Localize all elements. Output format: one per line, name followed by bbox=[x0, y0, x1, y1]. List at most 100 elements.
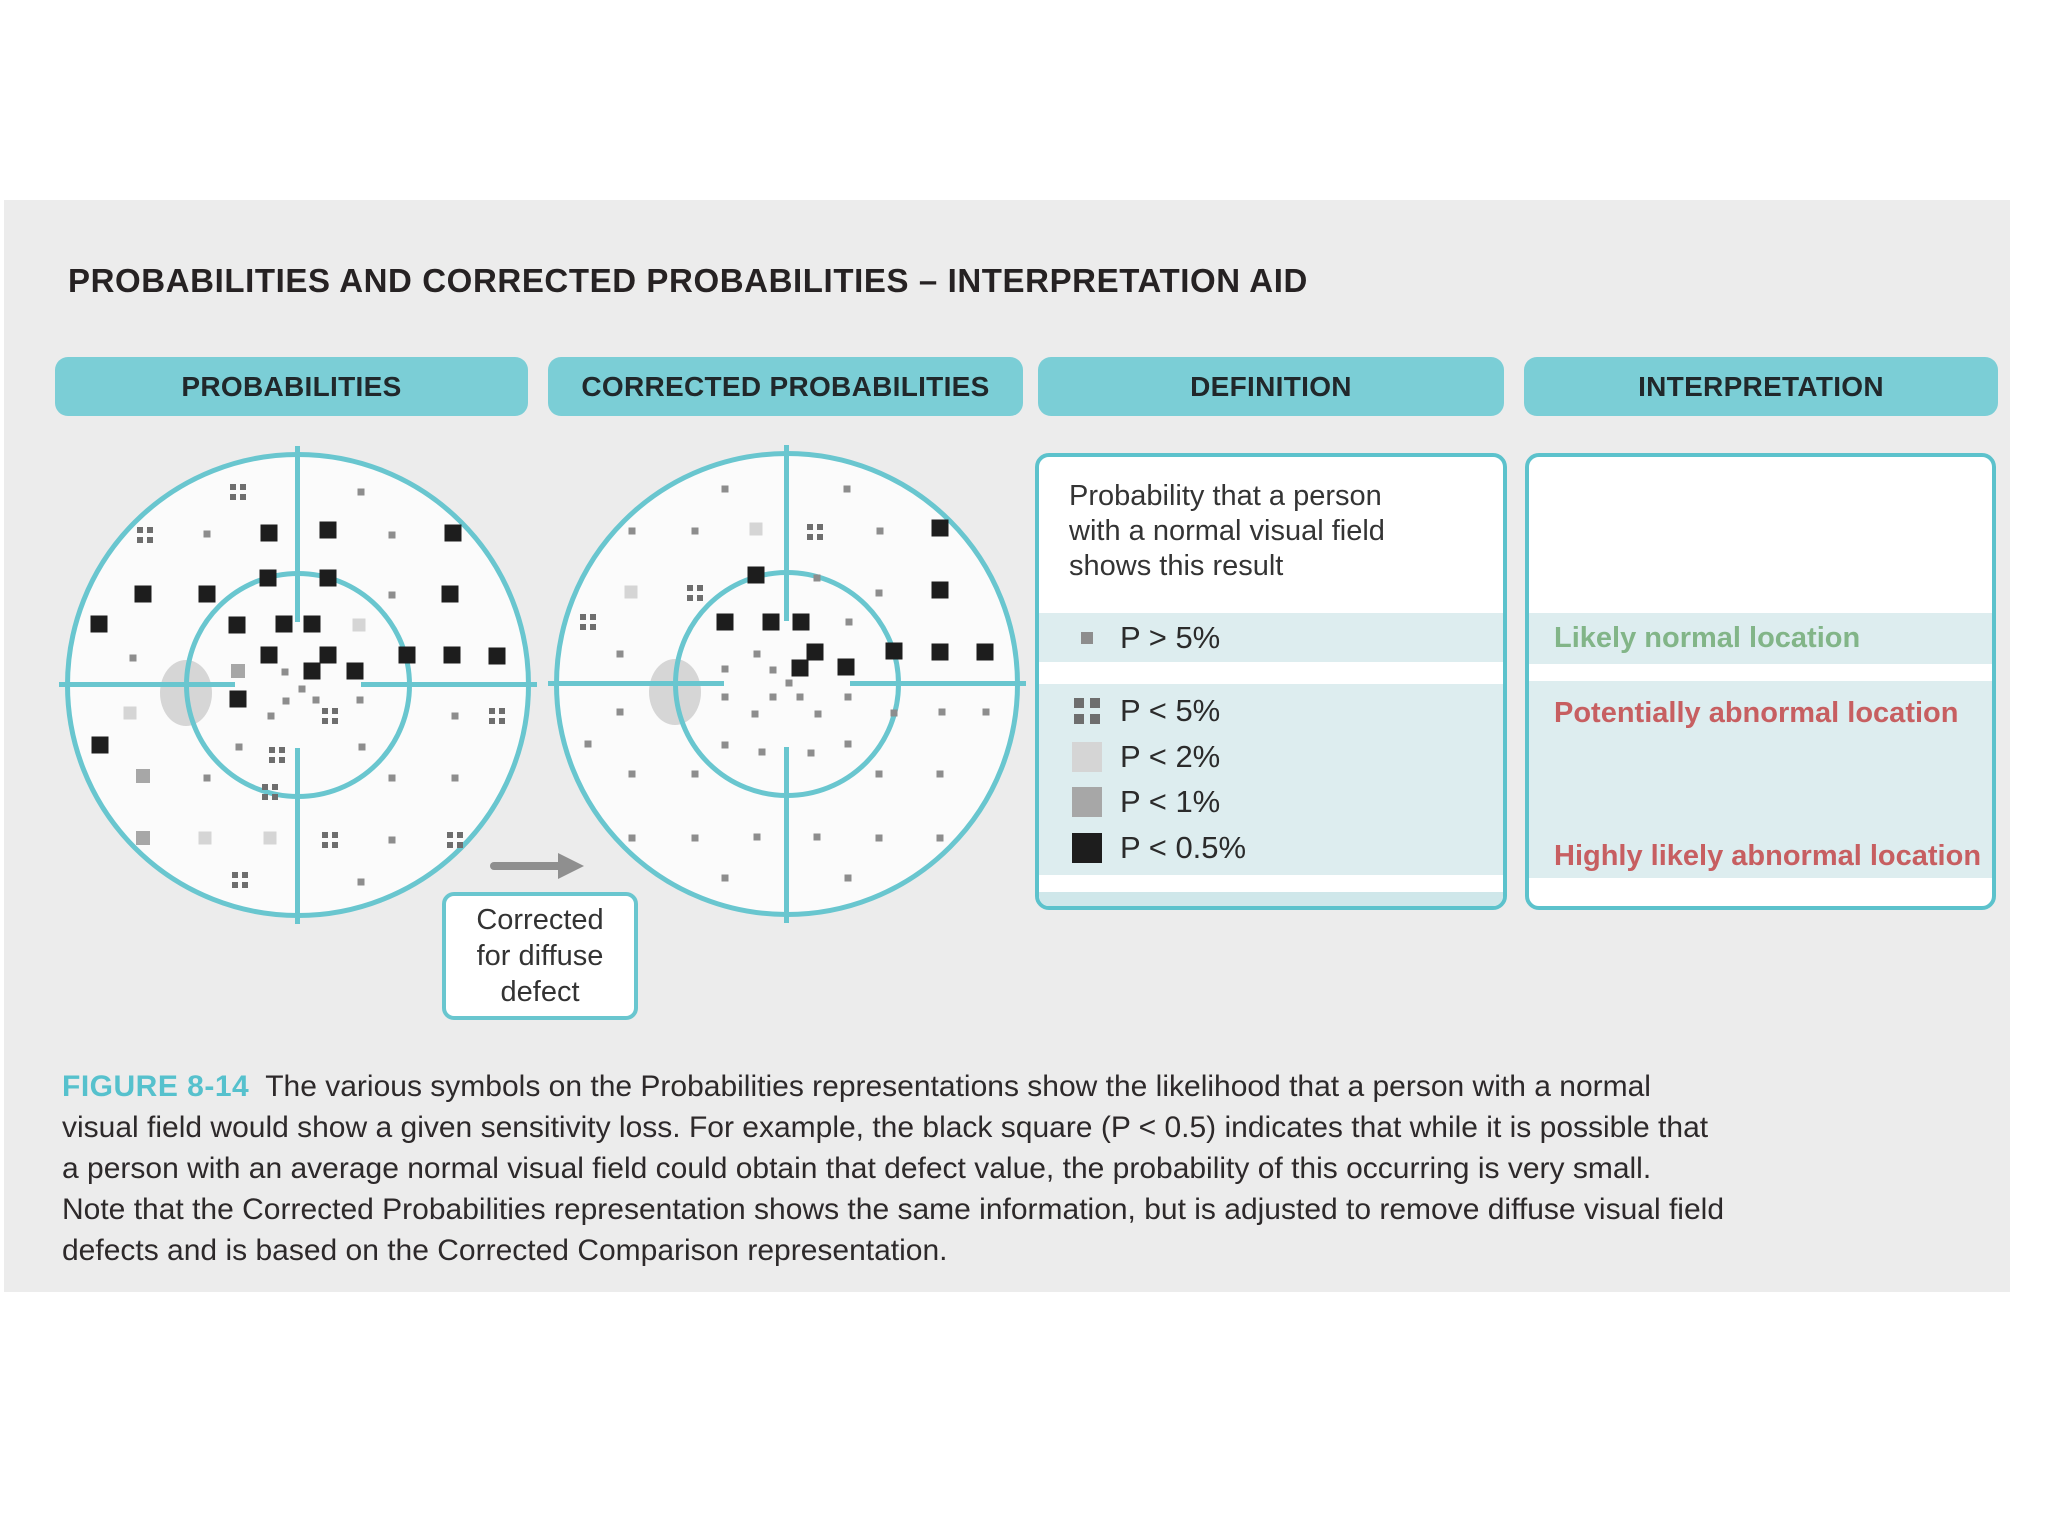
vf-symbol-p-gt-5-small-dot bbox=[357, 488, 365, 496]
intro-line: Probability that a person bbox=[1069, 480, 1382, 512]
vf-symbol-p-lt-0.5-black-square bbox=[398, 646, 416, 664]
column-header-definition: DEFINITION bbox=[1038, 357, 1504, 416]
vf-symbol-p-lt-0.5-black-square bbox=[441, 585, 459, 603]
vf-symbol-p-lt-0.5-black-square bbox=[260, 646, 278, 664]
vf-symbol-p-gt-5-small-dot bbox=[203, 530, 211, 538]
vf-symbol-p-lt-0.5-black-square bbox=[716, 613, 734, 631]
vf-symbol-p-gt-5-small-dot bbox=[753, 650, 761, 658]
vf-symbol-p-gt-5-small-dot bbox=[282, 697, 290, 705]
legend-row-p-lt-2: P < 2% bbox=[1039, 739, 1503, 775]
legend-row-p-lt-0-5: P < 0.5% bbox=[1039, 830, 1503, 866]
vf-symbol-p-lt-2-light-gray-square bbox=[123, 706, 137, 720]
caption-line: Note that the Corrected Probabilities re… bbox=[62, 1193, 1724, 1226]
figure-caption: FIGURE 8-14 The various symbols on the Pr… bbox=[62, 1066, 1997, 1271]
vf-symbol-p-lt-0.5-black-square bbox=[931, 643, 949, 661]
corrected-probabilities-visual-field-plot bbox=[548, 445, 1026, 923]
highly-likely-abnormal-label: Highly likely abnormal location bbox=[1554, 840, 1982, 872]
legend-label: P > 5% bbox=[1120, 619, 1221, 655]
caption-line: defects and is based on the Corrected Co… bbox=[62, 1234, 948, 1267]
vf-symbol-p-lt-5-quad-squares bbox=[232, 872, 249, 889]
vf-symbol-p-lt-0.5-black-square bbox=[319, 646, 337, 664]
vf-symbol-p-lt-0.5-black-square bbox=[319, 569, 337, 587]
vf-symbol-p-gt-5-small-dot bbox=[129, 654, 137, 662]
vf-symbol-p-gt-5-small-dot bbox=[312, 696, 320, 704]
vf-symbol-p-lt-0.5-black-square bbox=[931, 519, 949, 537]
caption-line: a person with an average normal visual f… bbox=[62, 1152, 1652, 1185]
vf-symbol-p-lt-0.5-black-square bbox=[134, 585, 152, 603]
vf-symbol-p-gt-5-small-dot bbox=[721, 665, 729, 673]
vertical-meridian-top bbox=[784, 445, 789, 621]
vf-symbol-p-lt-0.5-black-square bbox=[275, 615, 293, 633]
vf-symbol-p-gt-5-small-dot bbox=[844, 740, 852, 748]
interpretation-band-abnormal: Potentially abnormal location Highly lik… bbox=[1529, 681, 1992, 878]
caption-line: visual field would show a given sensitiv… bbox=[62, 1111, 1709, 1144]
right-arrow-icon bbox=[490, 853, 584, 879]
vf-symbol-p-gt-5-small-dot bbox=[938, 708, 946, 716]
quad-squares-icon bbox=[1074, 697, 1100, 724]
vf-symbol-p-lt-0.5-black-square bbox=[837, 658, 855, 676]
vf-symbol-p-gt-5-small-dot bbox=[267, 712, 274, 720]
vf-symbol-p-gt-5-small-dot bbox=[758, 748, 766, 756]
small-gray-dot-icon bbox=[1081, 631, 1093, 644]
vf-symbol-p-lt-1-mid-gray-square bbox=[230, 664, 245, 679]
corrected-for-diffuse-defect-callout: Corrected for diffuse defect bbox=[442, 892, 638, 1020]
legend-label: P < 1% bbox=[1120, 784, 1221, 820]
vf-symbol-p-gt-5-small-dot bbox=[451, 774, 459, 782]
vf-symbol-p-gt-5-small-dot bbox=[813, 833, 821, 841]
potentially-abnormal-label: Potentially abnormal location bbox=[1554, 697, 1959, 729]
vf-symbol-p-lt-0.5-black-square bbox=[488, 647, 506, 665]
callout-line: Corrected bbox=[476, 904, 604, 936]
vertical-meridian-bottom bbox=[295, 748, 300, 924]
column-header-probabilities: PROBABILITIES bbox=[55, 357, 528, 416]
vf-symbol-p-gt-5-small-dot bbox=[235, 743, 243, 750]
black-square-icon bbox=[1072, 833, 1102, 864]
vf-symbol-p-gt-5-small-dot bbox=[721, 741, 729, 749]
caption-line: FIGURE 8-14 The various symbols on the Pr… bbox=[62, 1066, 1997, 1107]
interpretation-panel: Likely normal location Potentially abnor… bbox=[1525, 453, 1996, 910]
legend-row-p-gt-5: P > 5% bbox=[1039, 620, 1220, 656]
vf-symbol-p-lt-1-mid-gray-square bbox=[136, 830, 151, 845]
symbol-layer bbox=[65, 452, 531, 918]
figure-number-label: FIGURE 8-14 bbox=[62, 1070, 250, 1103]
arrow-head bbox=[558, 853, 584, 879]
horizontal-meridian-right bbox=[850, 681, 1026, 686]
vf-symbol-p-lt-0.5-black-square bbox=[198, 585, 216, 603]
definition-intro-text: Probability that a person with a normal … bbox=[1069, 479, 1385, 584]
vf-symbol-p-lt-0.5-black-square bbox=[229, 690, 247, 708]
vf-symbol-p-lt-5-quad-squares bbox=[446, 831, 463, 848]
definition-bottom-strip bbox=[1039, 892, 1503, 906]
vf-symbol-p-lt-5-quad-squares bbox=[229, 483, 246, 500]
symbol-layer bbox=[554, 451, 1020, 917]
vf-symbol-p-gt-5-small-dot bbox=[281, 668, 289, 676]
vf-symbol-p-lt-2-light-gray-square bbox=[263, 831, 277, 845]
vf-symbol-p-gt-5-small-dot bbox=[813, 574, 821, 582]
vf-symbol-p-lt-5-quad-squares bbox=[807, 523, 824, 540]
vf-symbol-p-gt-5-small-dot bbox=[721, 485, 729, 493]
vf-symbol-p-gt-5-small-dot bbox=[691, 527, 699, 535]
horizontal-meridian-left bbox=[59, 682, 235, 687]
vf-symbol-p-gt-5-small-dot bbox=[357, 878, 365, 886]
arrow-shaft bbox=[490, 862, 562, 870]
vf-symbol-p-lt-5-quad-squares bbox=[137, 527, 154, 544]
vf-symbol-p-gt-5-small-dot bbox=[298, 685, 306, 693]
vf-symbol-p-gt-5-small-dot bbox=[628, 527, 636, 535]
caption-text: The various symbols on the Probabilities… bbox=[265, 1070, 1651, 1103]
vf-symbol-p-gt-5-small-dot bbox=[584, 740, 592, 748]
vf-symbol-p-gt-5-small-dot bbox=[451, 712, 459, 720]
legend-label: P < 5% bbox=[1120, 692, 1221, 728]
vf-symbol-p-lt-0.5-black-square bbox=[303, 662, 321, 680]
vf-symbol-p-lt-0.5-black-square bbox=[885, 642, 903, 660]
vf-symbol-p-gt-5-small-dot bbox=[388, 774, 396, 782]
vf-symbol-p-lt-0.5-black-square bbox=[444, 524, 462, 542]
vf-symbol-p-gt-5-small-dot bbox=[936, 770, 944, 778]
interpretation-band-normal: Likely normal location bbox=[1529, 613, 1992, 664]
horizontal-meridian-right bbox=[361, 682, 537, 687]
vf-symbol-p-gt-5-small-dot bbox=[753, 833, 761, 841]
vf-symbol-p-gt-5-small-dot bbox=[203, 774, 211, 782]
definition-band-p-gt-5: P > 5% bbox=[1039, 613, 1503, 662]
figure-heading: PROBABILITIES AND CORRECTED PROBABILITIE… bbox=[68, 262, 1308, 299]
vf-symbol-p-gt-5-small-dot bbox=[628, 834, 636, 842]
vf-symbol-p-gt-5-small-dot bbox=[844, 693, 852, 701]
vf-symbol-p-gt-5-small-dot bbox=[876, 527, 884, 535]
